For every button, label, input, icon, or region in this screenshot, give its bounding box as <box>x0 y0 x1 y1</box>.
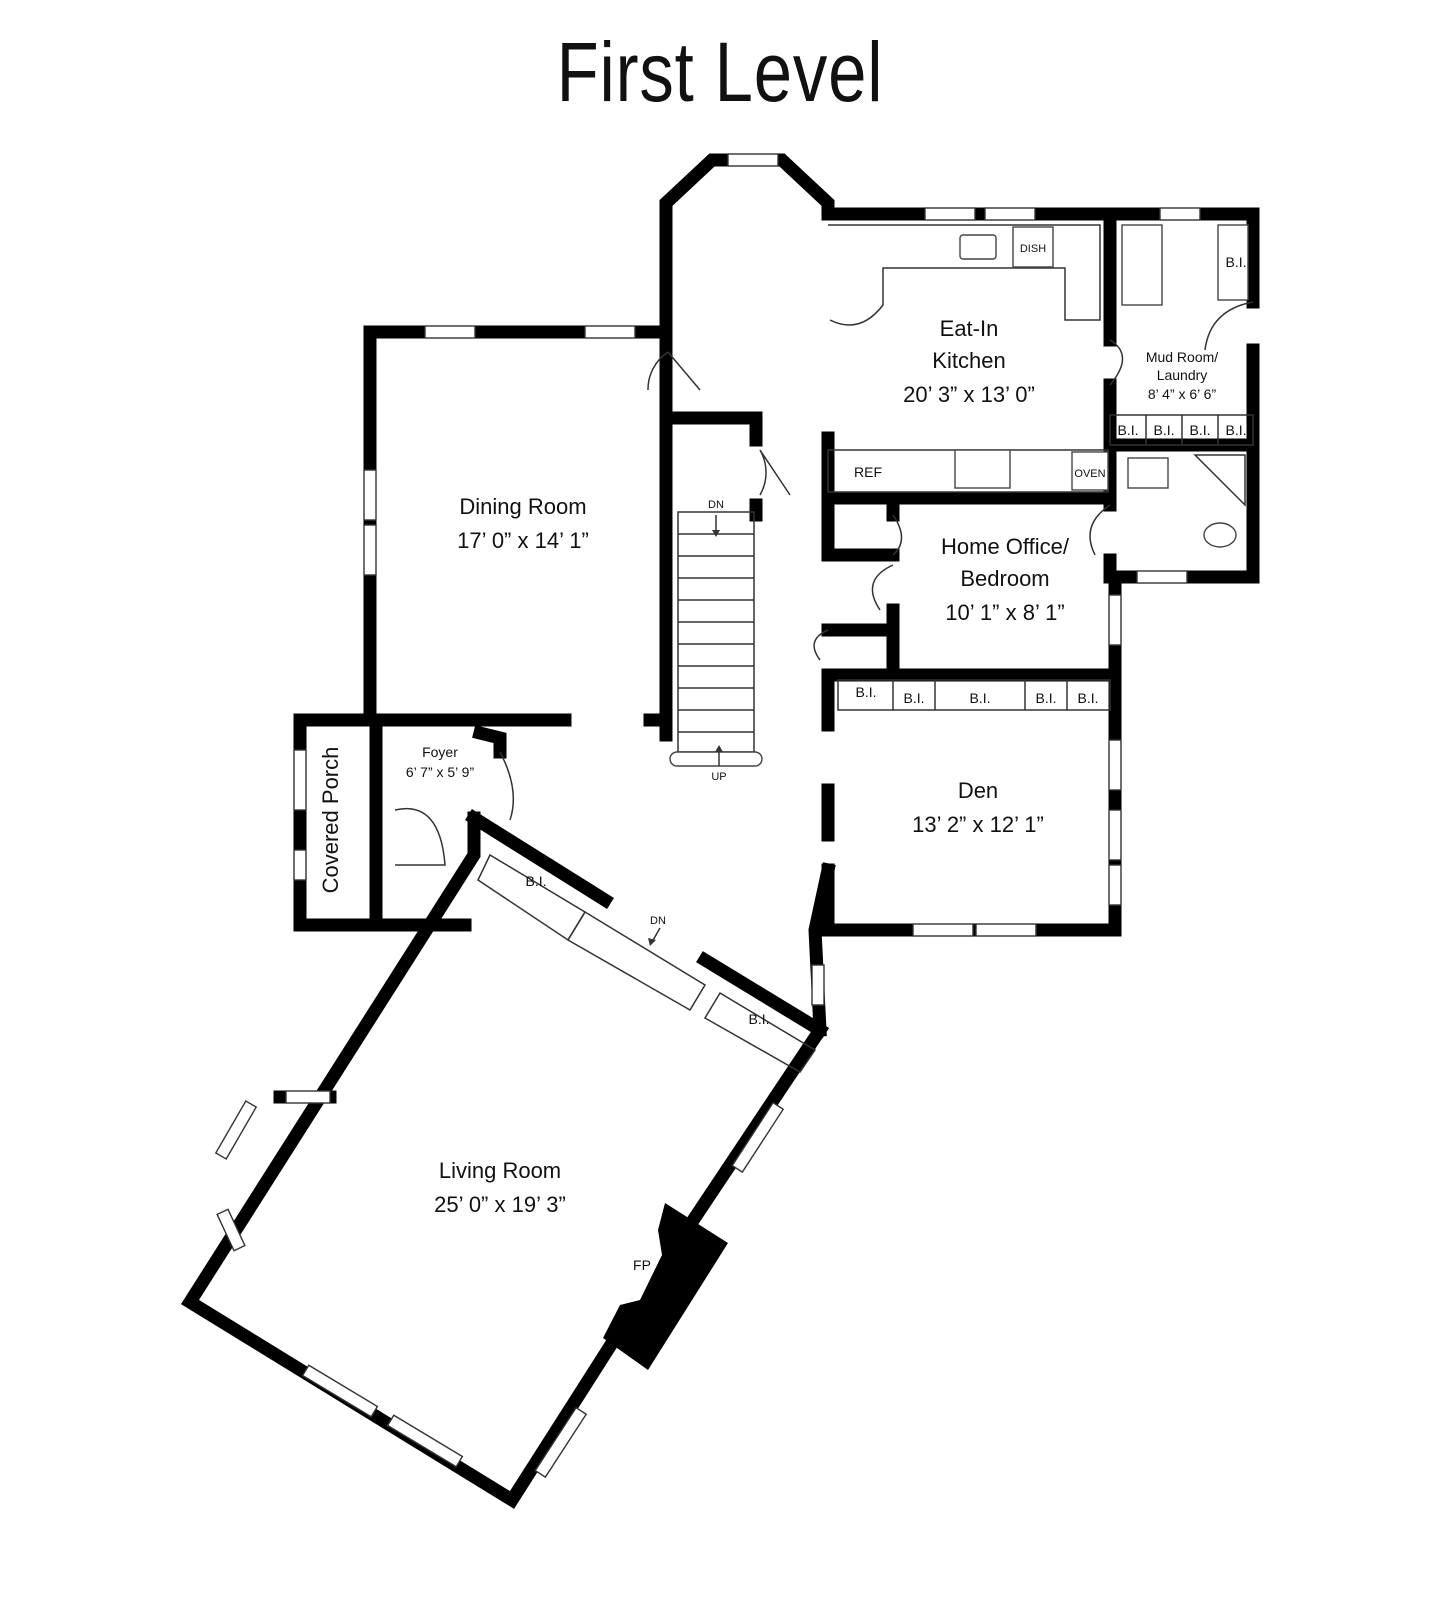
den-size: 13’ 2” x 12’ 1” <box>912 812 1044 837</box>
office-name-2: Bedroom <box>960 566 1049 591</box>
fireplace-label: FP <box>633 1257 651 1273</box>
kitchen-name-1: Eat-In <box>940 316 999 341</box>
porch-name: Covered Porch <box>318 747 343 894</box>
fixtures <box>214 224 1254 1479</box>
office-name-1: Home Office/ <box>941 534 1070 559</box>
windows <box>285 153 1201 1104</box>
oven-label: OVEN <box>1074 468 1105 480</box>
kitchen-name-2: Kitchen <box>932 348 1005 373</box>
kitchen-size: 20’ 3” x 13’ 0” <box>903 382 1035 407</box>
dining-size: 17’ 0” x 14’ 1” <box>457 528 589 553</box>
up-label: UP <box>711 771 726 783</box>
down-label: DN <box>708 499 724 511</box>
office-size: 10’ 1” x 8’ 1” <box>945 600 1064 625</box>
builtin-label: B.I. <box>1035 690 1056 706</box>
builtin-label: B.I. <box>1225 422 1246 438</box>
mud-size: 8’ 4” x 6’ 6” <box>1148 386 1217 402</box>
builtin-label: B.I. <box>855 684 876 700</box>
room-labels: Eat-In Kitchen 20’ 3” x 13’ 0” Mud Room/… <box>318 316 1218 1217</box>
builtin-label: B.I. <box>1077 690 1098 706</box>
builtin-label: B.I. <box>748 1011 769 1027</box>
builtin-label: B.I. <box>1117 422 1138 438</box>
ref-label: REF <box>854 464 882 480</box>
fireplace-icon <box>603 1203 728 1370</box>
staircase <box>669 511 763 767</box>
builtin-label: B.I. <box>1153 422 1174 438</box>
dish-label: DISH <box>1020 243 1046 255</box>
down-label: DN <box>650 915 666 927</box>
living-name: Living Room <box>439 1158 561 1183</box>
living-size: 25’ 0” x 19’ 3” <box>434 1192 566 1217</box>
mud-name-2: Laundry <box>1157 367 1208 383</box>
builtin-label: B.I. <box>525 873 546 889</box>
builtin-label: B.I. <box>969 690 990 706</box>
foyer-name: Foyer <box>422 744 458 760</box>
exterior-walls <box>180 153 1260 1509</box>
den-name: Den <box>958 778 998 803</box>
builtin-label: B.I. <box>1225 254 1246 270</box>
stair-arrows <box>648 515 723 946</box>
dining-name: Dining Room <box>459 494 586 519</box>
foyer-size: 6’ 7” x 5’ 9” <box>406 764 475 780</box>
builtin-label: B.I. <box>903 690 924 706</box>
builtin-label: B.I. <box>1189 422 1210 438</box>
mud-name-1: Mud Room/ <box>1146 349 1218 365</box>
fixture-labels: B.I. DISH REF OVEN B.I. B.I. B.I. B.I. B… <box>525 243 1246 1273</box>
page-title: First Level <box>556 25 884 119</box>
